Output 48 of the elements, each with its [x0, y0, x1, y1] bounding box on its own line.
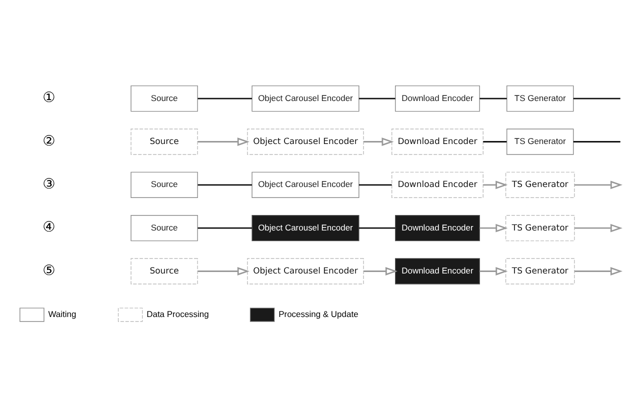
legend-label: Waiting — [48, 308, 76, 318]
node-box: Source — [130, 128, 198, 154]
connector — [358, 184, 392, 186]
node-box: Source — [130, 214, 198, 241]
connector — [573, 140, 620, 142]
connector — [198, 184, 252, 186]
connector — [358, 226, 396, 228]
node-box: TS Generator — [505, 214, 575, 241]
node-box: Object Carousel Encoder — [252, 214, 360, 241]
arrow — [198, 137, 250, 146]
arrow — [574, 266, 622, 275]
arrow — [480, 266, 508, 275]
label: ④ — [42, 219, 56, 236]
connector — [483, 140, 507, 142]
node-box: Object Carousel Encoder — [247, 258, 364, 284]
arrow — [483, 180, 508, 189]
legend-label: Processing & Update — [278, 308, 358, 318]
arrow — [364, 137, 394, 146]
arrow — [364, 266, 398, 275]
node-box: TS Generator — [505, 171, 575, 198]
node-box: TS Generator — [505, 258, 575, 284]
node-box: Source — [130, 84, 198, 112]
label: ② — [42, 132, 56, 149]
node-box: Download Encoder — [391, 171, 484, 198]
connector — [480, 97, 507, 99]
label: ③ — [42, 176, 56, 192]
arrow — [198, 266, 250, 275]
node-box: Object Carousel Encoder — [247, 128, 364, 154]
node-box: Object Carousel Encoder — [252, 84, 360, 112]
legend-label: Data Processing — [146, 308, 209, 318]
node-box: TS Generator — [506, 84, 574, 112]
connector — [358, 97, 396, 99]
arrow — [480, 223, 508, 232]
node-box: Download Encoder — [395, 258, 480, 284]
connector — [198, 226, 252, 228]
node-box: Source — [130, 258, 198, 284]
label: ① — [42, 90, 56, 106]
connector — [198, 97, 252, 99]
arrow — [574, 180, 622, 189]
node-box: TS Generator — [506, 128, 574, 154]
node-box: Download Encoder — [395, 84, 480, 112]
node-box: Download Encoder — [391, 128, 484, 154]
node-box: Download Encoder — [395, 214, 480, 241]
node-box: Object Carousel Encoder — [252, 171, 360, 198]
connector — [573, 97, 620, 99]
node-box: Source — [130, 171, 198, 198]
arrow — [574, 223, 622, 232]
label: ⑤ — [42, 262, 56, 278]
